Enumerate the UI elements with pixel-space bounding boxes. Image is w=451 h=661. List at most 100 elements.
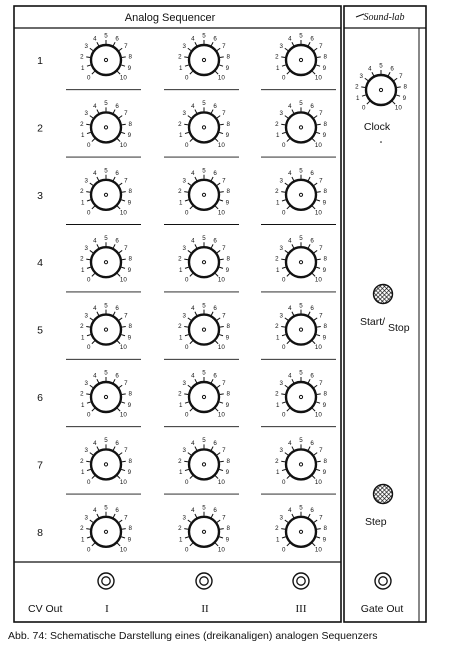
knob-tick [187,317,192,321]
knob-tick [121,64,126,67]
knob-body [89,178,123,212]
knob-scale-label: 5 [202,437,206,444]
knob-body [284,380,318,414]
knob-scale-label: 1 [81,334,85,341]
cv-out-jack-2[interactable] [195,572,213,590]
knob-scale-label: 4 [288,507,292,514]
knob-scale-label: 10 [218,209,225,216]
knob-tick [313,317,318,321]
knob-scale-label: 4 [191,507,195,514]
knob-tick [281,528,286,530]
knob-scale-label: 0 [185,479,189,486]
knob-center [298,327,304,332]
knob-scale-label: 0 [87,142,91,149]
knob-scale-label: 7 [319,312,323,319]
knob-scale-label: 3 [84,178,88,185]
knob-tick [281,401,286,404]
knob-tick [281,460,286,463]
knob-scale-label: 4 [288,238,292,245]
knob-scale-label: 7 [222,380,226,387]
knob-body [284,43,318,77]
knob-scale-label: 3 [279,178,283,185]
knob-tick [214,273,219,277]
gate-out-label: Gate Out [361,603,404,615]
knob-scale-label: 3 [279,515,283,522]
row-label: 3 [37,190,43,202]
knob-scale-label: 10 [120,479,127,486]
knob-scale-label: 7 [124,245,128,252]
knob-scale-label: 10 [120,412,127,419]
knob-scale-label: 1 [276,267,280,274]
knob-scale-label: 9 [323,334,327,341]
gate-out-jack[interactable] [374,572,392,590]
knob-scale-label: 2 [178,390,182,397]
cv-out-jack-3[interactable] [292,572,310,590]
knob-scale-label: 7 [222,245,226,252]
knob-tick [96,41,100,46]
knob-tick [284,182,289,186]
brand-logo: Sound-lab [355,12,405,23]
knob-tick [184,536,189,539]
knob-tick [316,528,321,530]
knob-scale-label: 9 [128,132,132,139]
knob-tick [96,311,100,316]
start-stop-button[interactable] [372,283,394,305]
knob-scale-label: 7 [124,380,128,387]
knob-scale-label: 8 [403,83,407,90]
knob-scale-label: 1 [179,65,183,72]
knob-scale-label: 0 [282,209,286,216]
knob-scale-label: 5 [202,505,206,512]
knob-scale-label: 0 [87,75,91,82]
knob-tick [216,47,221,51]
knob-tick [210,176,214,181]
knob-tick [121,401,126,404]
knob-scale-label: 8 [323,323,327,330]
knob-center [103,125,109,130]
row-label: 1 [37,55,43,67]
knob-scale-label: 4 [288,305,292,312]
knob-scale-label: 6 [115,372,119,379]
knob-tick [189,542,194,547]
cv-out-jack-1[interactable] [97,572,115,590]
knob-tick [313,115,318,119]
knob-tick [216,519,221,523]
knob-tick [281,199,286,202]
step-button[interactable] [372,483,394,505]
knob-tick [194,446,198,451]
knob-center [298,125,304,130]
knob-tick [396,86,401,88]
knob-tick [307,513,311,518]
knob-tick [281,266,286,269]
knob-tick [396,94,401,97]
knob-tick [281,393,286,395]
knob-scale-label: 3 [182,110,186,117]
knob-scale-label: 5 [202,235,206,242]
